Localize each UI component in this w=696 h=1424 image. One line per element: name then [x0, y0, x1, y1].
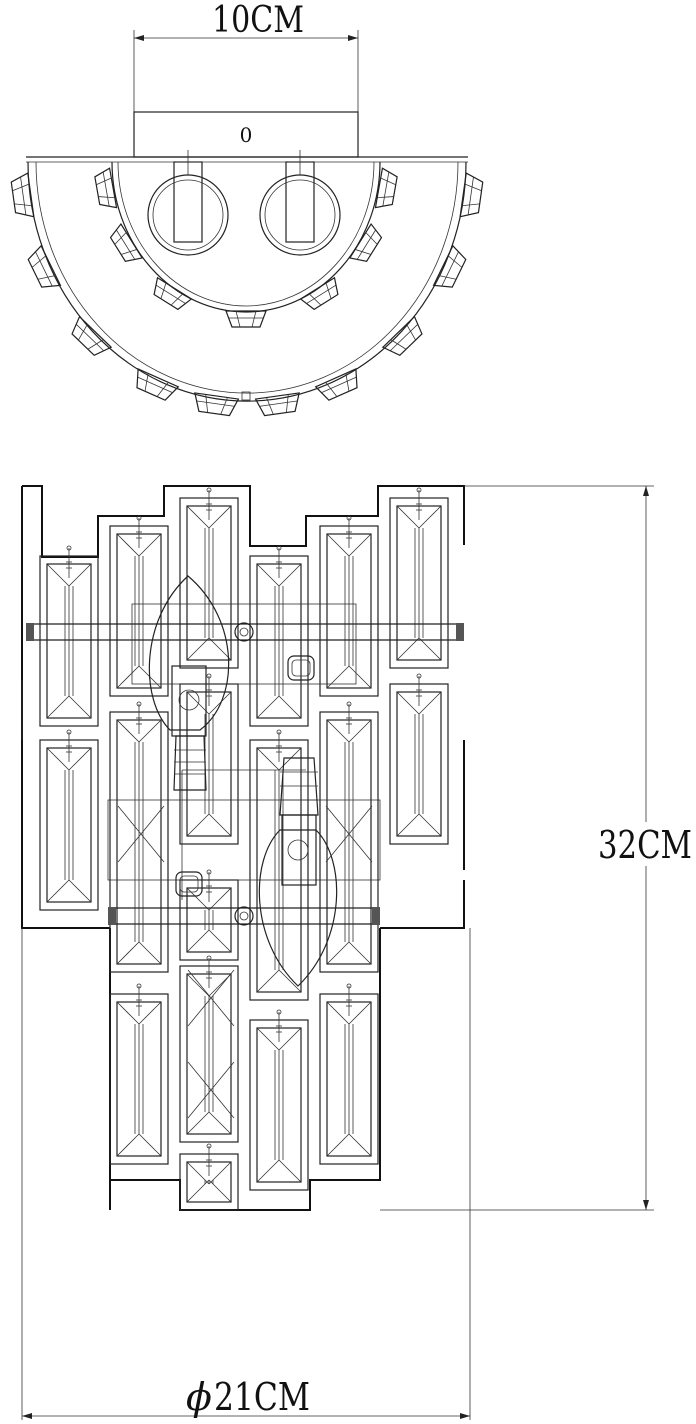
x-brace	[325, 805, 373, 863]
x-brace	[187, 1061, 235, 1119]
crystal-prism	[389, 673, 449, 845]
crystal-prism	[249, 729, 309, 1001]
crystal-drop	[314, 368, 358, 401]
crystal-prism	[179, 673, 239, 845]
inner-shade-arc	[111, 161, 381, 313]
crystal-prism	[319, 515, 379, 697]
mounting-hole-label: 0	[240, 123, 253, 147]
crystal-prism	[249, 545, 309, 727]
crystal-prism	[109, 515, 169, 697]
crystal-prism	[39, 545, 99, 727]
outer-shade-arc	[27, 161, 467, 402]
crystal-prism	[39, 729, 99, 911]
crystal-prism	[319, 983, 379, 1165]
crystal-drop	[136, 368, 180, 401]
crystal-drop	[348, 222, 383, 262]
crystal-prism	[109, 701, 169, 973]
crystal-prism	[179, 955, 239, 1143]
crystal-prism	[249, 1009, 309, 1191]
crystal-drop	[94, 167, 118, 209]
lower-panel-outline	[109, 928, 381, 1211]
height-label: 32CM	[598, 823, 692, 867]
crystal-drop	[254, 392, 300, 417]
crystal-prism	[109, 983, 169, 1165]
front-view	[21, 485, 465, 1211]
lower-mounting-bar	[108, 906, 380, 926]
crystal-prism	[179, 487, 239, 669]
top-view-crystals	[10, 167, 484, 417]
top-width-label: 10CM	[212, 0, 304, 41]
crystal-drop	[381, 315, 423, 357]
candle-bulb-right	[258, 757, 338, 987]
crystal-drop	[10, 172, 35, 218]
front-view-crystals	[39, 487, 449, 1211]
crystal-drop	[374, 167, 398, 209]
crystal-drop	[459, 172, 484, 218]
crystal-drop	[153, 276, 193, 311]
crystal-drop	[299, 276, 339, 311]
crystal-drop	[225, 310, 267, 328]
back-panel-outline	[21, 485, 465, 929]
crystal-prism	[179, 869, 239, 961]
crystal-drop	[194, 392, 240, 417]
crystal-prism	[179, 1143, 239, 1211]
crystal-drop	[71, 315, 113, 357]
crystal-drop	[27, 244, 62, 288]
crystal-prism	[389, 487, 449, 669]
lamp-holder-right	[259, 150, 341, 256]
top-width-dimension: 10CM	[133, 0, 359, 112]
top-view: 10CM 0	[10, 0, 484, 417]
x-brace	[187, 969, 235, 1027]
lamp-holder-left	[147, 150, 229, 256]
diameter-label: 21CM	[214, 1375, 310, 1419]
x-brace	[117, 805, 165, 863]
crystal-drop	[109, 222, 144, 262]
diameter-symbol: ϕ	[186, 1375, 212, 1419]
candle-bulb-left	[148, 575, 230, 791]
height-dimension: 32CM	[380, 485, 696, 1211]
crystal-prism	[319, 701, 379, 973]
diameter-dimension: ϕ 21CM	[21, 928, 471, 1420]
mounting-bar	[26, 622, 464, 642]
crystal-drop	[432, 244, 467, 288]
